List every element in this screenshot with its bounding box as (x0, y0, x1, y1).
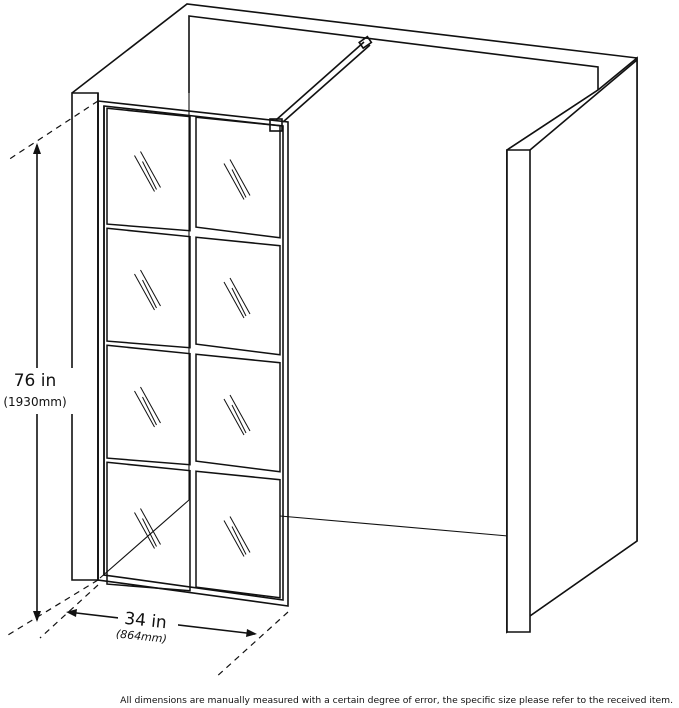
glare-mark (140, 508, 161, 545)
glass-pane-r2-c1 (106, 227, 191, 349)
glare-mark (231, 169, 247, 198)
glare-mark (231, 526, 247, 555)
glare-mark (231, 404, 247, 434)
glare-mark (142, 279, 157, 309)
glare-mark (140, 386, 161, 424)
glare-mark (223, 398, 245, 436)
glass-pane-r1-c1 (106, 107, 191, 232)
glare-mark (223, 520, 245, 557)
glare-mark (140, 269, 161, 307)
glare-mark (229, 516, 251, 553)
glare-mark (229, 277, 251, 315)
right-wall (506, 56, 638, 634)
height-dimension: 76 in (1930mm) (0, 100, 99, 636)
left-wall (71, 92, 99, 581)
glare-mark (140, 151, 161, 188)
glass-grid-panes (106, 107, 281, 599)
glare-mark (223, 281, 245, 319)
glare-mark (231, 287, 247, 317)
glare-mark (223, 163, 245, 200)
glass-pane-r2-c2 (195, 236, 281, 356)
glare-mark (134, 390, 155, 428)
width-mm-label: (864mm) (115, 627, 167, 645)
glare-mark (134, 155, 155, 192)
glare-mark (134, 512, 155, 549)
glare-mark (142, 518, 157, 547)
width-dimension: 34 in (864mm) (39, 584, 289, 679)
glass-pane-r4-c2 (195, 470, 281, 599)
glare-mark (229, 394, 251, 432)
glare-mark (142, 161, 157, 190)
width-inches-label: 34 in (123, 609, 167, 633)
glass-pane-r4-c1 (106, 461, 191, 592)
glass-pane-r3-c2 (195, 353, 281, 473)
glare-mark (229, 159, 251, 196)
measurement-disclaimer: All dimensions are manually measured wit… (120, 695, 673, 706)
glass-pane-r3-c1 (106, 344, 191, 466)
glare-mark (134, 273, 155, 311)
height-mm-label: (1930mm) (3, 395, 66, 409)
glass-panel (97, 100, 289, 607)
glass-pane-r1-c2 (195, 116, 281, 239)
height-inches-label: 76 in (14, 371, 57, 391)
support-bar (269, 35, 373, 132)
glare-mark (142, 396, 157, 426)
